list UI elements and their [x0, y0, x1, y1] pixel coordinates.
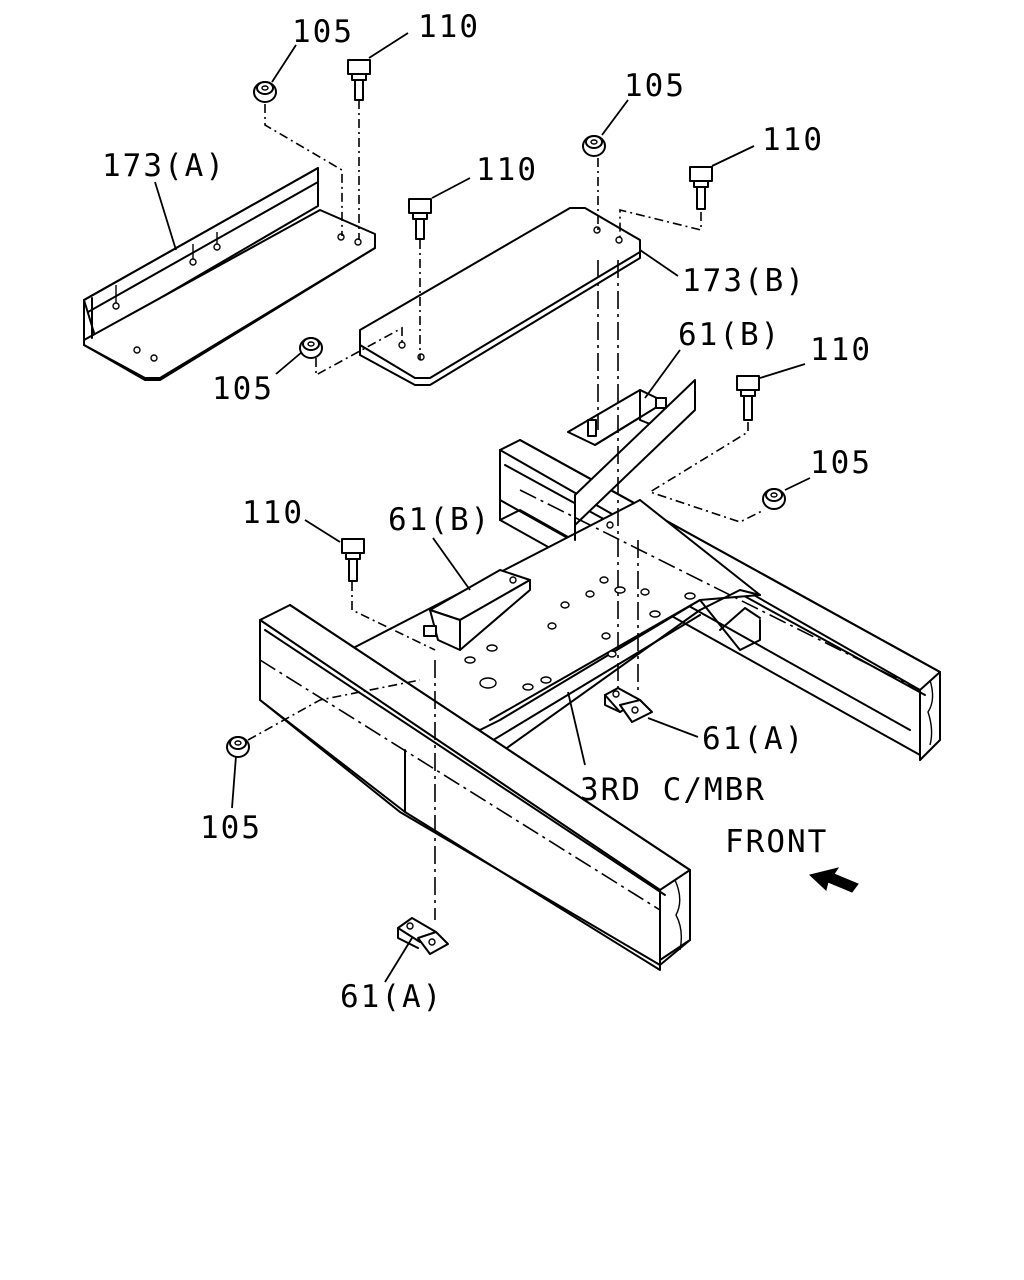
label-61b-left: 61(B)	[388, 502, 491, 538]
bracket-61b-right	[567, 379, 696, 541]
label-110-left: 110	[242, 495, 304, 531]
assembly-centerlines	[247, 100, 921, 920]
bolt-top-right-icon	[689, 166, 713, 210]
label-110-top-right: 110	[762, 122, 824, 158]
label-105-left-mid: 105	[212, 371, 274, 407]
label-61a-right: 61(A)	[702, 721, 805, 757]
bracket-173a	[83, 167, 376, 381]
label-105-top-right: 105	[624, 68, 686, 104]
label-105-right: 105	[810, 445, 872, 481]
label-105-bottom-left: 105	[200, 810, 262, 846]
label-front: FRONT	[725, 824, 828, 860]
label-3rd-crossmember: 3RD C/MBR	[580, 772, 766, 808]
bolt-top-left-icon	[347, 59, 371, 101]
label-110-right: 110	[810, 332, 872, 368]
label-61b-right: 61(B)	[678, 317, 781, 353]
label-110-top-left: 110	[418, 9, 480, 45]
third-crossmember	[329, 499, 761, 761]
bracket-61a-right	[604, 687, 653, 723]
bolt-left-icon	[341, 538, 365, 582]
label-173a: 173(A)	[102, 148, 226, 184]
nut-top-right-icon	[582, 135, 606, 157]
bracket-61a-bottom	[397, 917, 449, 955]
left-frame-rail	[259, 604, 691, 971]
leader-lines	[154, 32, 811, 983]
nut-top-left-icon	[253, 81, 277, 103]
label-105-top-left: 105	[292, 14, 354, 50]
bolt-right-icon	[736, 375, 760, 421]
front-arrow-icon	[808, 867, 859, 893]
bracket-61b-left	[423, 569, 531, 651]
label-173b: 173(B)	[682, 263, 806, 299]
bracket-173b	[359, 207, 641, 386]
nut-left-mid-icon	[299, 337, 323, 359]
bolt-mid-icon	[408, 198, 432, 240]
nut-right-icon	[762, 488, 786, 510]
label-61a-bottom: 61(A)	[340, 979, 443, 1015]
nut-bottom-left-icon	[226, 736, 250, 758]
label-110-mid: 110	[476, 152, 538, 188]
